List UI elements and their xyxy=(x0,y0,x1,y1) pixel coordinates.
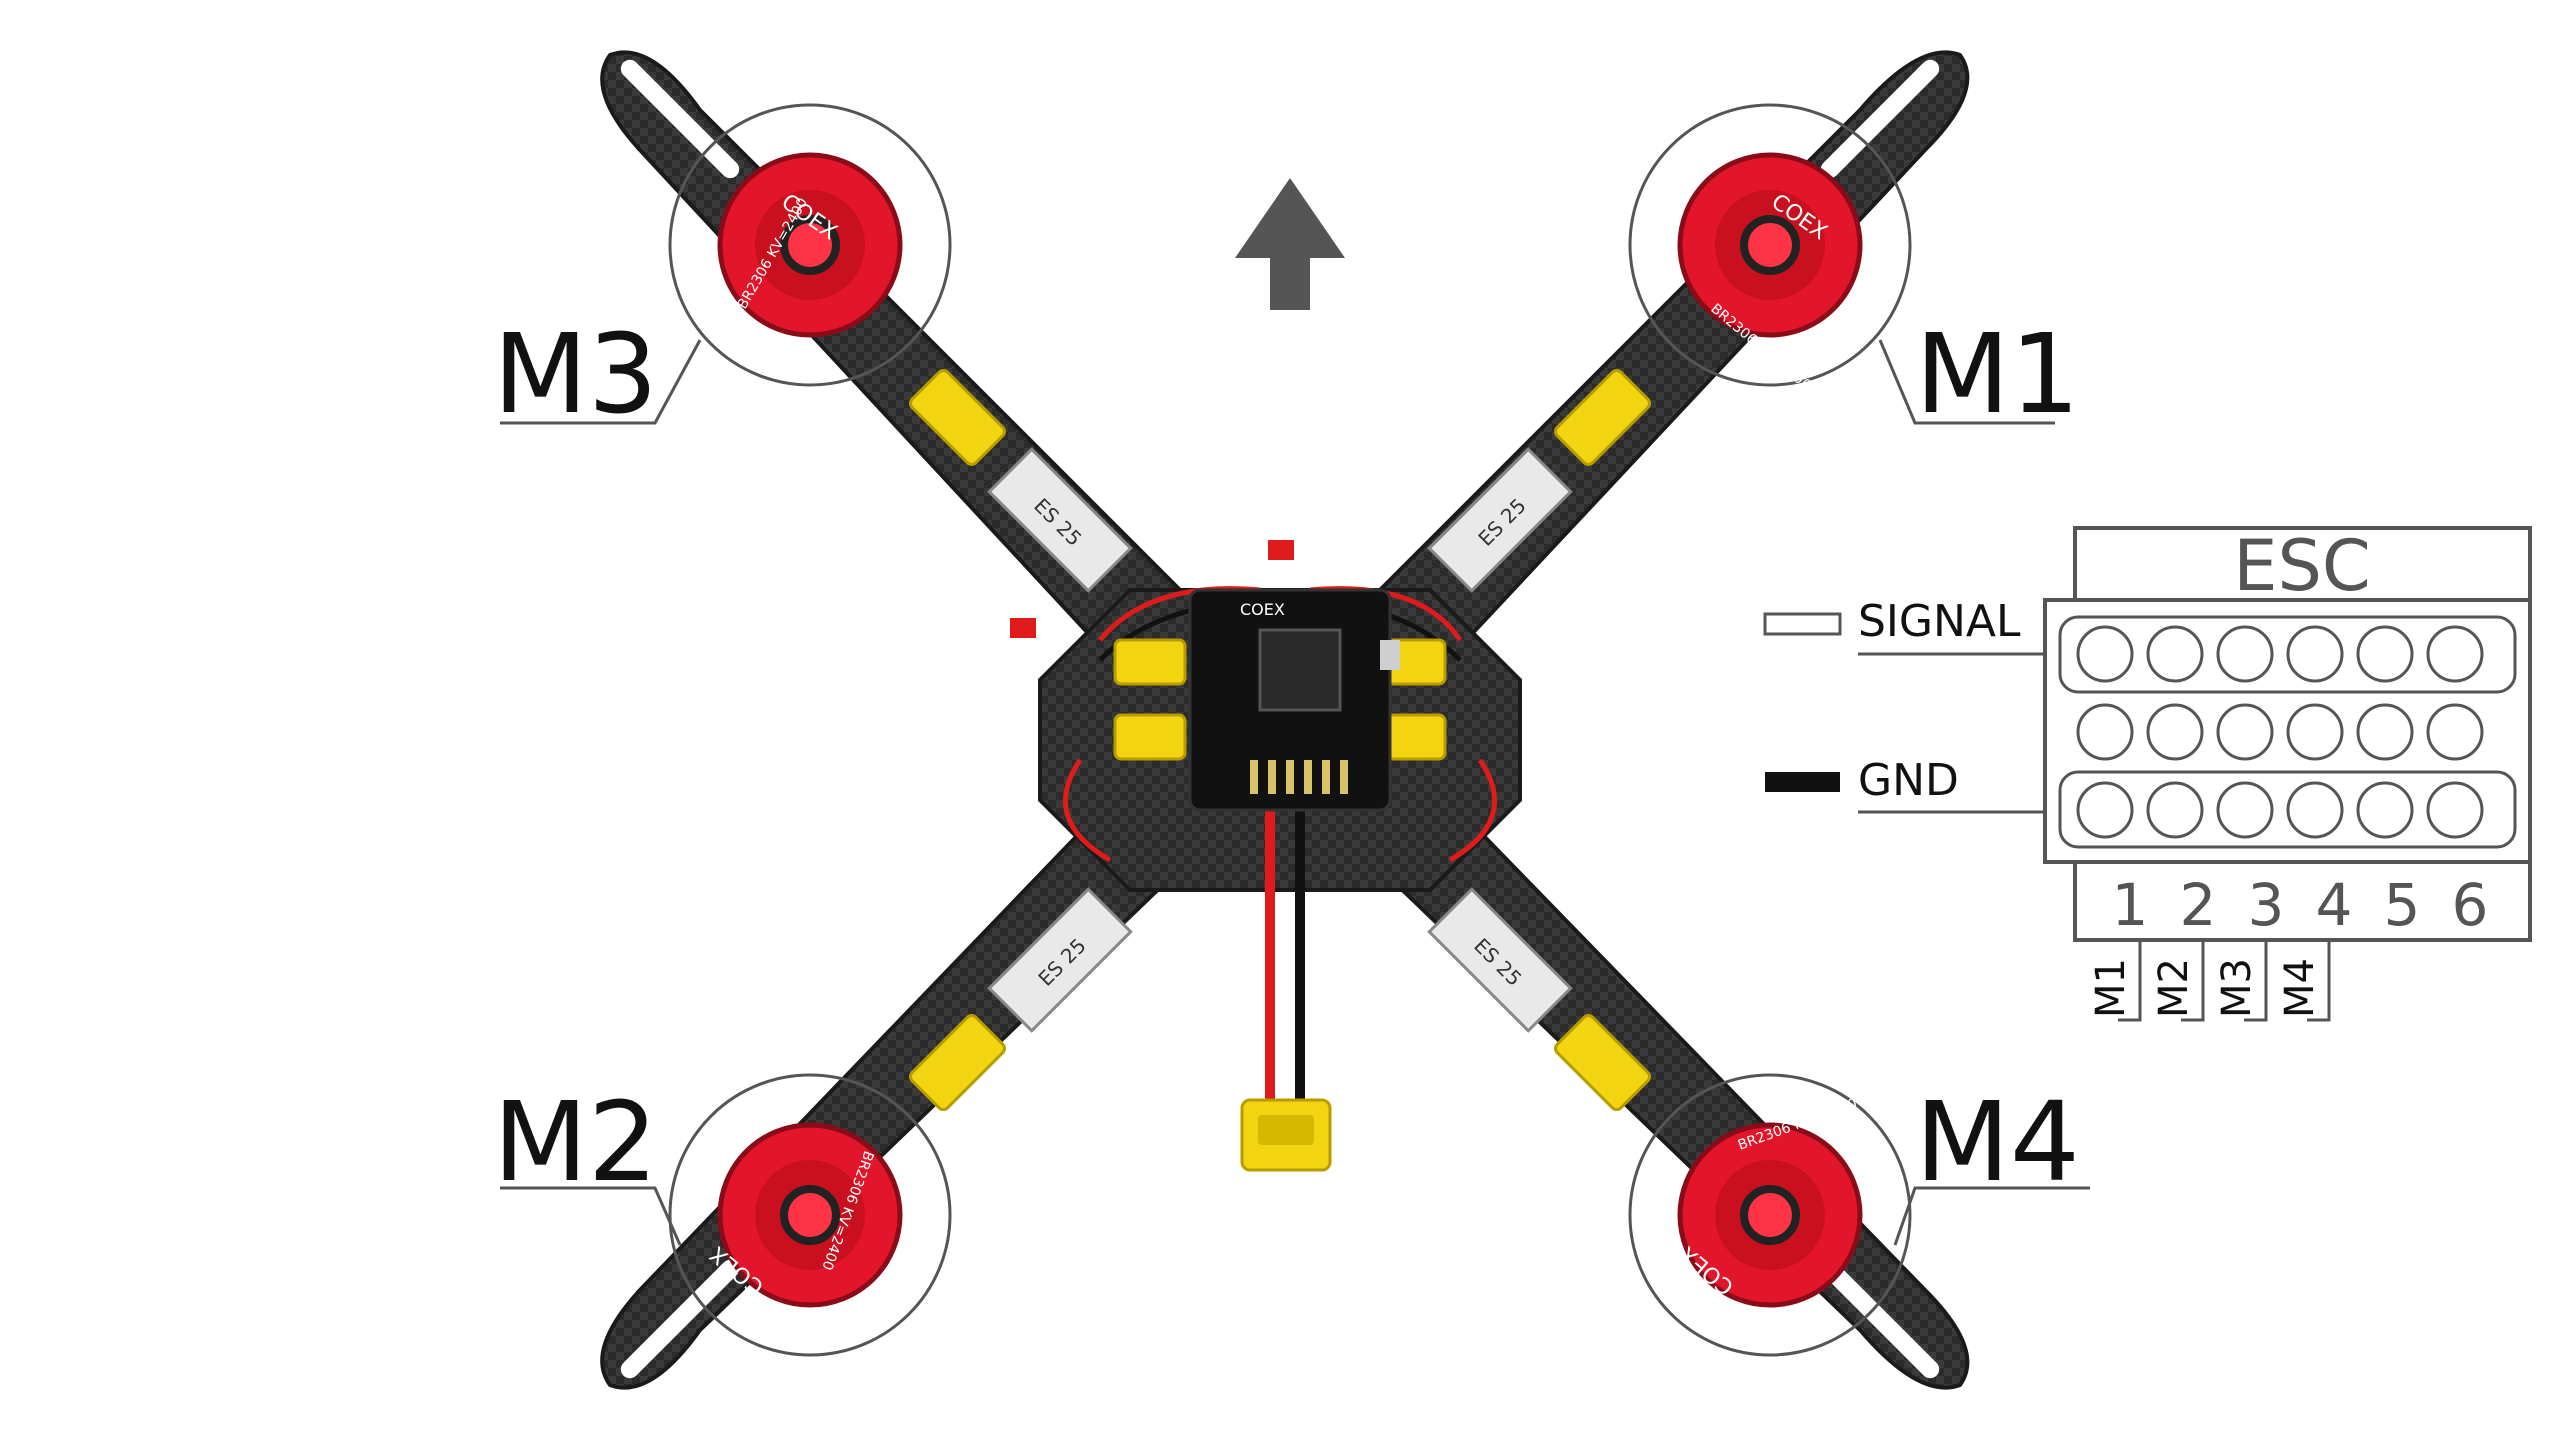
esc-channel-6: 6 xyxy=(2452,871,2489,939)
label-m1: M1 xyxy=(1915,310,2080,438)
forward-arrow-icon xyxy=(1235,178,1345,310)
esc-map-m1: M1 xyxy=(2088,958,2134,1018)
esc-channel-3: 3 xyxy=(2248,871,2285,939)
esc-channel-1: 1 xyxy=(2112,871,2149,939)
esc-pinout: ESC 1 2 3 4 5 6 xyxy=(1765,525,2530,1020)
esc-map-m3: M3 xyxy=(2214,958,2260,1018)
motor-m3: COEX BR2306 KV=2400 xyxy=(670,105,950,385)
fc-mcu-chip xyxy=(1260,630,1340,710)
signal-label: SIGNAL xyxy=(1858,596,2021,647)
signal-wire-swatch xyxy=(1765,614,1840,634)
motor-m4: COEX BR2306 KV=2400 xyxy=(1630,1075,1910,1355)
esc-channel-2: 2 xyxy=(2180,871,2217,939)
label-m3: M3 xyxy=(493,310,658,438)
esc-map-m4: M4 xyxy=(2277,958,2323,1018)
esc-map-m2: M2 xyxy=(2151,958,2197,1018)
esc-channel-5: 5 xyxy=(2384,871,2421,939)
gnd-wire-swatch xyxy=(1765,772,1840,792)
fc-brand-label: COEX xyxy=(1240,600,1285,619)
esc-channel-4: 4 xyxy=(2316,871,2353,939)
gnd-label: GND xyxy=(1858,755,1959,806)
esc-title: ESC xyxy=(2233,525,2371,607)
